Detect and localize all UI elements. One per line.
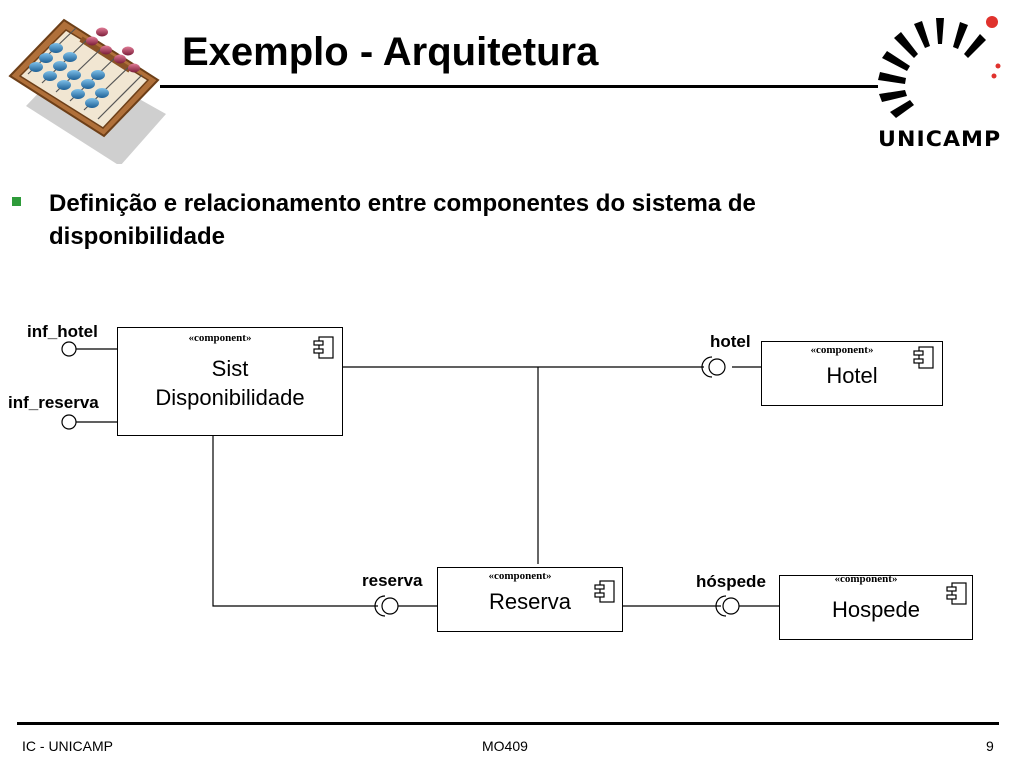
bullet-text: Definição e relacionamento entre compone… — [49, 190, 756, 250]
hospede-ball — [722, 597, 740, 615]
interface-label-inf-hotel: inf_hotel — [27, 322, 98, 341]
title-underline — [160, 85, 878, 88]
component-name: Hospede — [831, 597, 921, 622]
component-reserva[interactable]: «component» Reserva — [437, 567, 623, 632]
footer-center: MO409 — [482, 738, 528, 754]
footer-page-number: 9 — [986, 738, 994, 754]
hotel-socket — [701, 356, 713, 378]
component-stereotype: «component» — [810, 344, 874, 356]
reserva-socket — [374, 595, 386, 617]
hotel-ball — [708, 358, 726, 376]
component-name-line-2: Disponibilidade — [155, 385, 305, 410]
component-name: Reserva — [489, 589, 571, 614]
abacus-icon — [6, 14, 166, 166]
reserva-ball — [381, 597, 399, 615]
component-hospede[interactable]: «component» Hospede — [779, 573, 973, 640]
component-name-line-1: Sist — [211, 356, 249, 381]
unicamp-sun-logo — [874, 14, 1002, 126]
component-icon — [946, 582, 967, 605]
interface-label-hotel: hotel — [710, 332, 751, 351]
inf-reserva-ball — [61, 414, 77, 430]
interface-label-inf-reserva: inf_reserva — [8, 393, 99, 412]
interface-label-hospede: hóspede — [696, 572, 766, 591]
component-hotel[interactable]: «component» Hotel — [761, 341, 943, 406]
footer-left: IC - UNICAMP — [22, 738, 113, 754]
component-name: Hotel — [826, 363, 878, 388]
footer-rule — [17, 722, 999, 725]
inf-hotel-ball — [61, 341, 77, 357]
unicamp-logo-text: UNICAMP — [878, 127, 1002, 151]
component-icon — [594, 580, 615, 603]
component-icon — [913, 346, 934, 369]
component-icon — [313, 336, 334, 359]
component-stereotype: «component» — [488, 570, 552, 582]
hospede-socket — [715, 595, 727, 617]
interface-label-reserva: reserva — [362, 571, 423, 590]
slide-title: Exemplo - Arquitetura — [182, 30, 599, 74]
component-sist-disponibilidade[interactable]: «component» Sist Disponibilidade — [117, 327, 343, 436]
component-stereotype: «component» — [834, 573, 898, 585]
component-stereotype: «component» — [188, 332, 252, 344]
connector-sist-reserva — [212, 435, 378, 607]
bullet-square-icon — [12, 197, 21, 206]
